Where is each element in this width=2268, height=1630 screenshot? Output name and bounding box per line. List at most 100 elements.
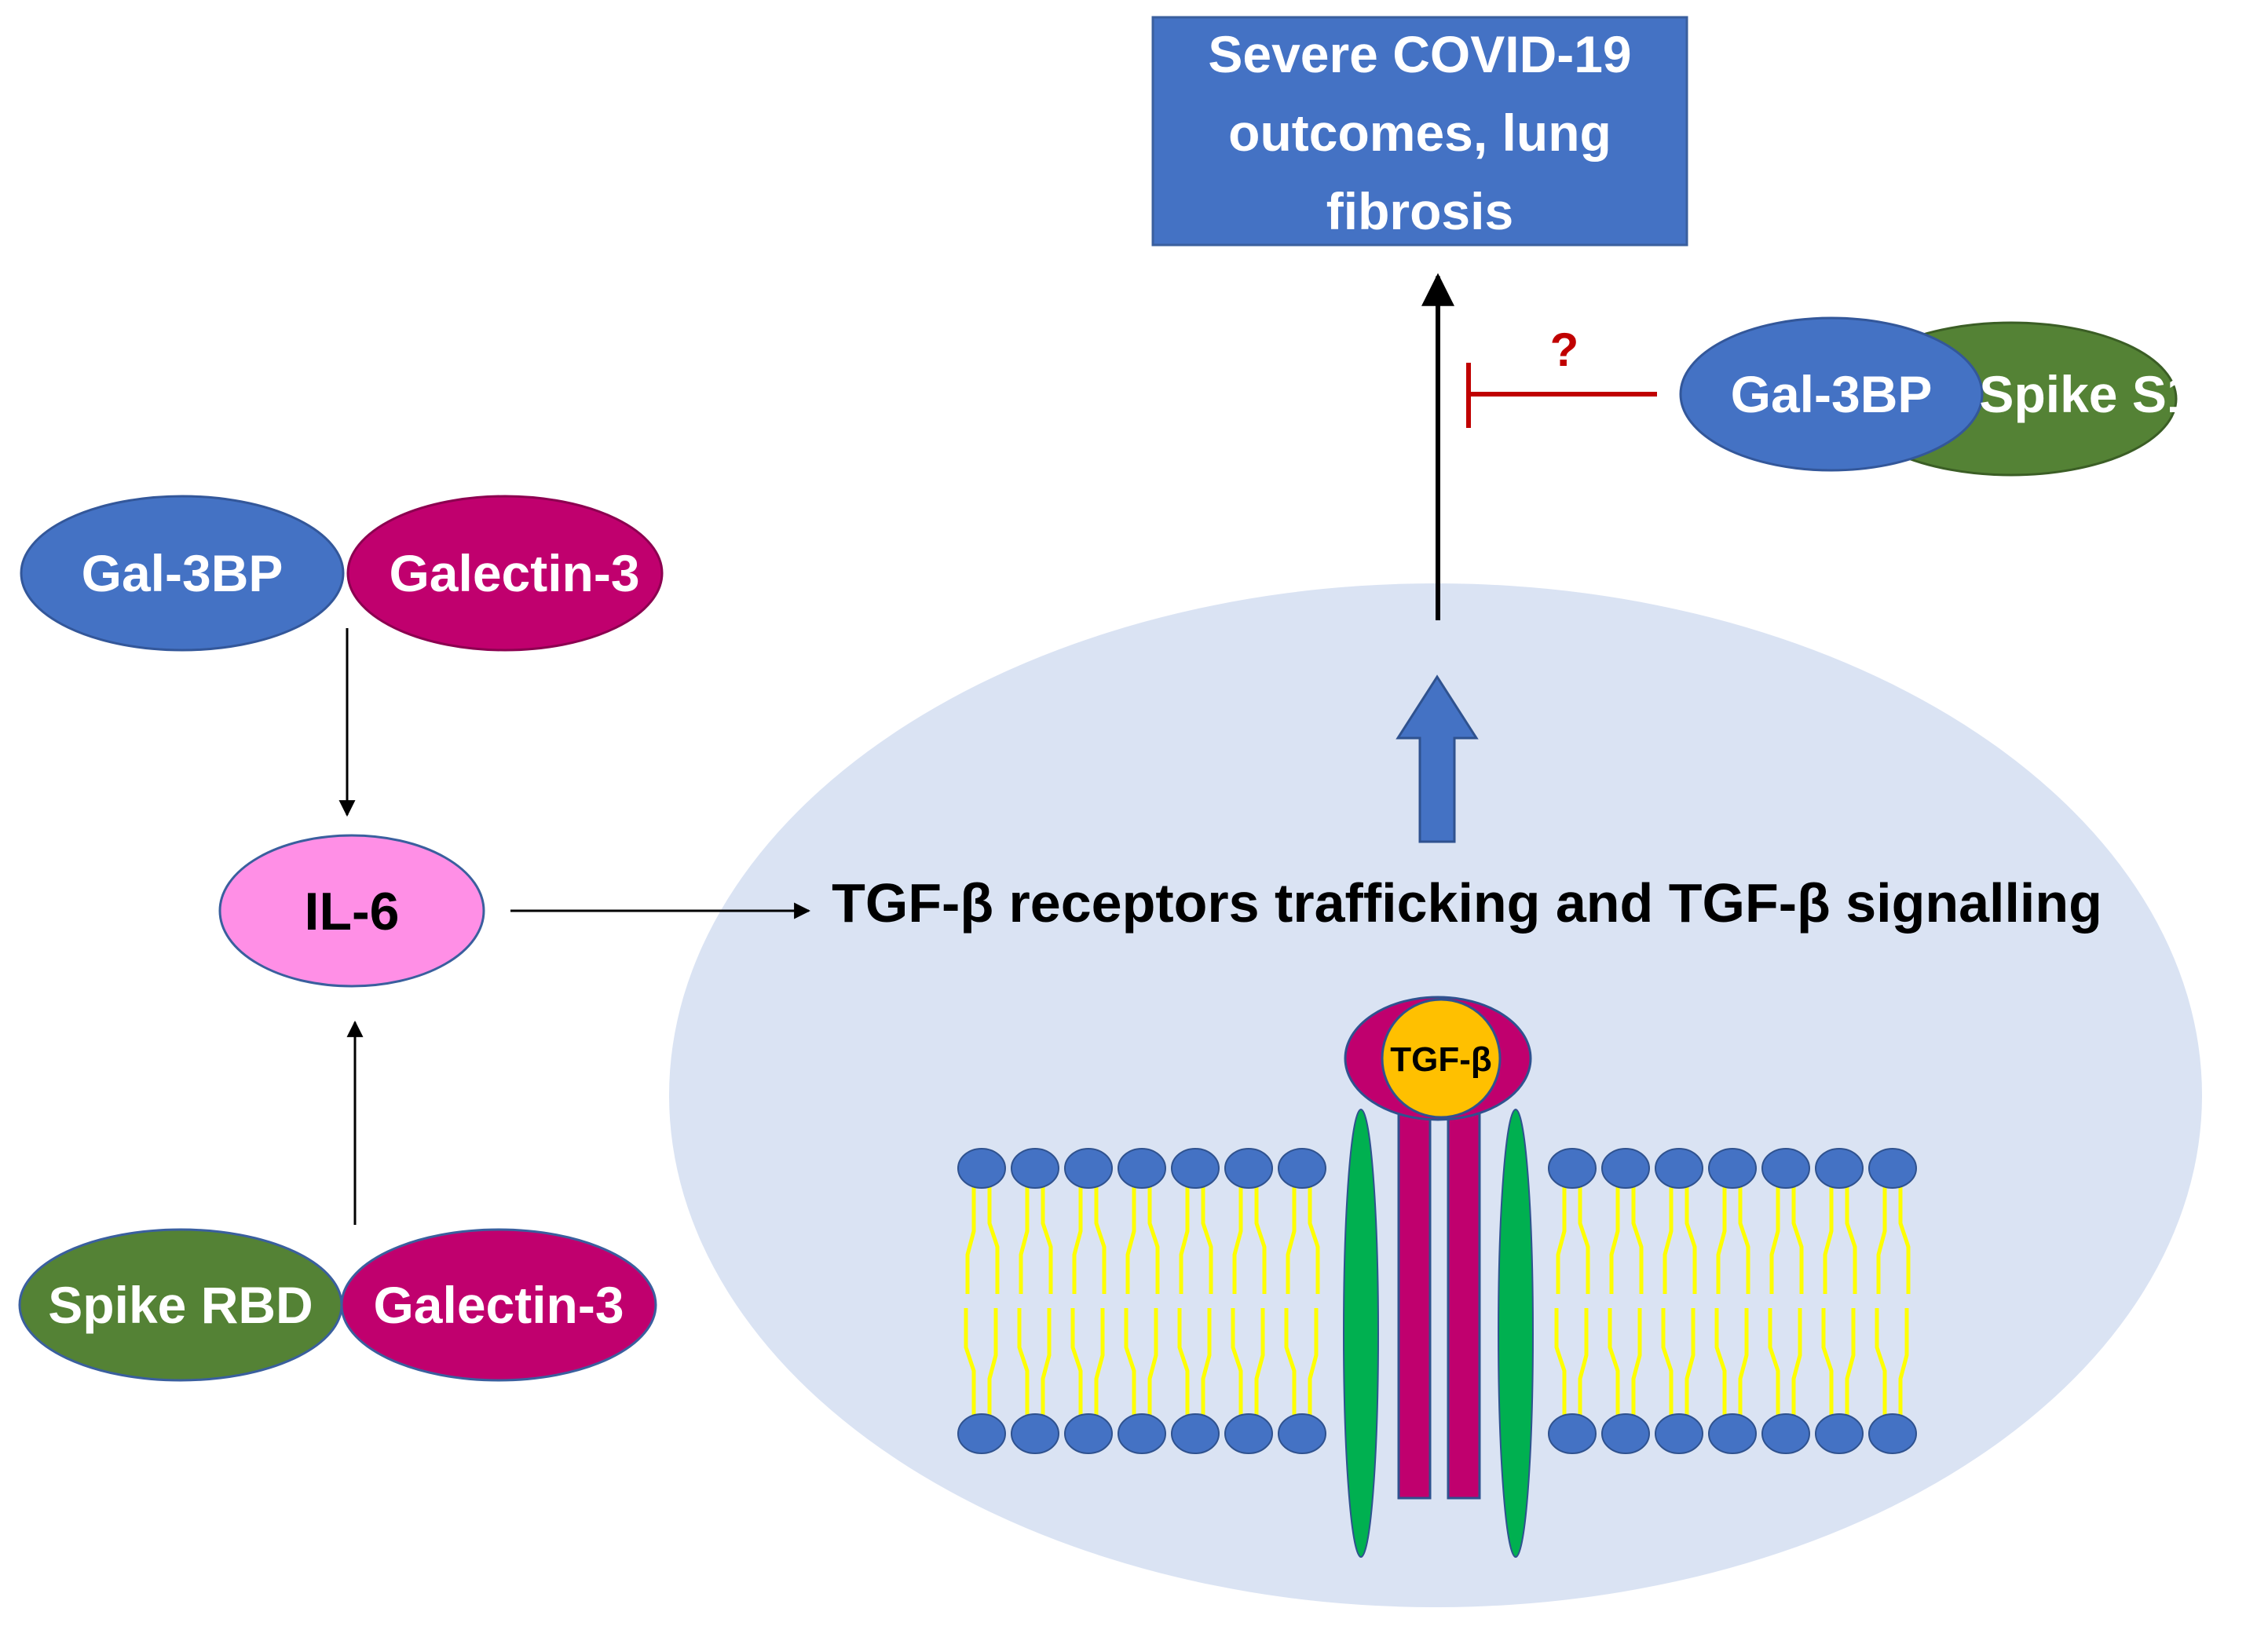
lipid-tail: [1179, 1186, 1190, 1294]
gal3bp-label: Gal-3BP: [82, 544, 284, 602]
lipid-tail: [1041, 1186, 1053, 1294]
lipid-tail: [1875, 1308, 1887, 1416]
gal3bp-ellipse: [20, 495, 345, 652]
lipid-tail: [1125, 1186, 1136, 1294]
lipid-head: [1708, 1148, 1757, 1189]
lipid-tail: [1147, 1308, 1158, 1416]
lipid-head: [1815, 1148, 1864, 1189]
il6-node: IL-6: [218, 834, 485, 988]
lipid-tail: [1769, 1186, 1780, 1294]
lipid-head: [1655, 1413, 1703, 1454]
spike-rbd-label: Spike RBD: [48, 1276, 313, 1334]
outcome-box: Severe COVID-19 outcomes, lung fibrosis: [1151, 16, 1688, 247]
lipid-head: [957, 1148, 1006, 1189]
lipid-tail: [1631, 1186, 1644, 1294]
upregulation-arrow: [1396, 674, 1479, 843]
lipid-tail: [1738, 1186, 1750, 1294]
signalling-label: TGF-β receptors trafficking and TGF-β si…: [832, 872, 2102, 934]
inhibition-line: [1466, 363, 1657, 428]
lipid-tail: [1738, 1308, 1749, 1416]
tgf-beta-ligand-label: TGF-β: [1390, 1040, 1492, 1079]
lipid-head: [1011, 1413, 1059, 1454]
lipid-tail: [1608, 1308, 1620, 1416]
lipid-tail: [1578, 1186, 1590, 1294]
lipid-tail: [1898, 1308, 1909, 1416]
receptor-channel-right: [1498, 1109, 1534, 1558]
lipid-tail: [1898, 1186, 1911, 1294]
receptor-channel-left: [1343, 1109, 1379, 1558]
tgf-beta-ligand: [1381, 998, 1502, 1119]
lipid-tail: [1578, 1308, 1589, 1416]
il6-label: IL-6: [305, 882, 400, 941]
lipid-tail: [1791, 1308, 1802, 1416]
lipid-tail: [1791, 1186, 1804, 1294]
galectin3-label: Galectin-3: [389, 544, 639, 602]
lipid-tail: [1685, 1186, 1697, 1294]
lipid-head: [1761, 1413, 1810, 1454]
lipid-head: [1708, 1413, 1757, 1454]
lipid-tail: [1254, 1308, 1265, 1416]
lipid-head: [1171, 1413, 1220, 1454]
lipid-head: [1171, 1148, 1220, 1189]
lipid-head: [1278, 1413, 1326, 1454]
outcome-line-3: fibrosis: [1326, 182, 1513, 240]
galectin3-ellipse: [346, 495, 664, 652]
lipid-head: [1064, 1413, 1113, 1454]
lipid-tail: [1768, 1308, 1780, 1416]
lipid-tail: [1072, 1186, 1083, 1294]
lipid-tail: [1094, 1308, 1105, 1416]
outcome-line-2: outcomes, lung: [1228, 104, 1611, 162]
gal3bp-label: Gal-3BP: [1731, 365, 1933, 423]
lipid-tail: [1232, 1186, 1243, 1294]
lipid-tail: [1845, 1308, 1856, 1416]
lipid-tail: [1070, 1308, 1083, 1416]
lipid-head: [1064, 1148, 1113, 1189]
lipid-tail: [1821, 1308, 1834, 1416]
gal3bp-ellipse: [1679, 316, 1984, 472]
lipid-tail: [1716, 1186, 1727, 1294]
receptor-bar-right: [1447, 1107, 1481, 1500]
lipid-head: [1224, 1413, 1273, 1454]
lipid-tail: [1661, 1308, 1674, 1416]
lipid-tail: [987, 1186, 1000, 1294]
lipid-tail: [1823, 1186, 1834, 1294]
lipid-head: [1548, 1148, 1597, 1189]
lipid-head: [1601, 1148, 1650, 1189]
outcome-line-1: Severe COVID-19: [1208, 25, 1631, 83]
lipid-head: [1761, 1148, 1810, 1189]
complex-gal3bp-spike-s1: Gal-3BP Spike S1: [1679, 316, 2196, 477]
lipid-tail: [1231, 1308, 1243, 1416]
lipid-tail: [964, 1308, 976, 1416]
lipid-tail: [1609, 1186, 1620, 1294]
lipid-tail: [1041, 1308, 1052, 1416]
lipid-tail: [1685, 1308, 1696, 1416]
question-mark: ?: [1550, 323, 1579, 376]
lipid-head: [1868, 1148, 1917, 1189]
lipid-tail: [1017, 1308, 1030, 1416]
lipid-tail: [1019, 1186, 1030, 1294]
tgf-beta-receptor: TGF-β: [1343, 996, 1534, 1558]
lipid-tail: [1714, 1308, 1727, 1416]
lipid-head: [1118, 1148, 1166, 1189]
lipid-tail: [987, 1308, 998, 1416]
spike-s1-label: Spike S1: [1979, 365, 2195, 423]
galectin3-label: Galectin-3: [373, 1276, 624, 1334]
lipid-tail: [1876, 1186, 1887, 1294]
lipid-tail: [1147, 1186, 1160, 1294]
lipid-head: [1224, 1148, 1273, 1189]
lipid-tail: [1177, 1308, 1190, 1416]
receptor-bar-left: [1397, 1107, 1432, 1500]
lipid-tail: [1094, 1186, 1107, 1294]
lipid-tail: [1308, 1308, 1319, 1416]
lipid-head: [1118, 1413, 1166, 1454]
lipid-head: [1655, 1148, 1703, 1189]
lipid-tail: [1254, 1186, 1267, 1294]
spike-rbd-ellipse: [18, 1228, 343, 1382]
complex-spike-rbd-galectin3: Spike RBD Galectin-3: [18, 1228, 657, 1382]
complex-gal3bp-galectin3: Gal-3BP Galectin-3: [20, 495, 664, 652]
lipid-head: [957, 1413, 1006, 1454]
lipid-head: [1548, 1413, 1597, 1454]
lipid-tail: [1845, 1186, 1857, 1294]
